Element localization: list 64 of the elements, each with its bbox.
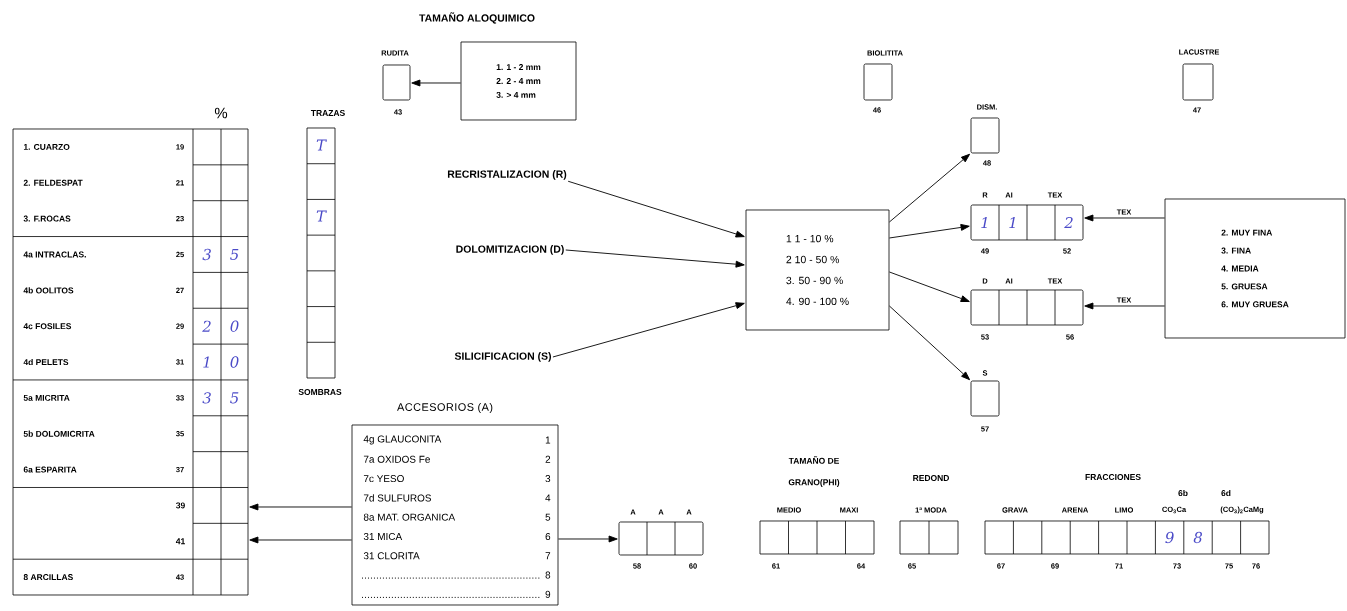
- arrow: [888, 305, 971, 381]
- row-label: 5b DOLOMICRITA: [23, 430, 95, 437]
- option-box: 1 1 - 10 % 2 10 - 50 % 3. 50 - 90 % 4. 90 - 100 %: [745, 209, 890, 331]
- field-label: 6d: [1221, 489, 1231, 497]
- arrow: [565, 249, 745, 268]
- field-label: 6b: [1178, 489, 1188, 497]
- entry-box: [970, 117, 1000, 154]
- handwritten-entry: 3: [202, 248, 211, 261]
- arrow: [249, 503, 353, 511]
- handwritten-entry: T: [316, 139, 327, 151]
- unit-label: %: [214, 107, 228, 119]
- arrow: [888, 224, 970, 239]
- field-label: TRAZAS: [310, 110, 345, 116]
- arrow: [567, 180, 745, 238]
- row-label: 4a INTRACLAS.: [23, 251, 86, 258]
- field-label: TAMAÑO DE: [788, 456, 839, 464]
- row-label: 4d PELETS: [23, 358, 69, 366]
- handwritten-entry: 5: [230, 392, 239, 404]
- field-label: FRACCIONES: [1085, 474, 1141, 480]
- handwritten-entry: 5: [230, 248, 239, 261]
- row-label: 4c FOSILES: [23, 323, 72, 330]
- field-label: GRANO(PHI): [788, 479, 840, 487]
- arrow: [1084, 214, 1166, 222]
- entry-box: [382, 64, 411, 101]
- row-label: 6a ESPARITA: [23, 466, 77, 473]
- field-label: REDOND: [913, 475, 949, 481]
- option-box: 2. MUY FINA 3. FINA 4. MEDIA 5. GRUESA 6. MUY GRUESA: [1164, 198, 1346, 339]
- handwritten-entry: 3: [202, 392, 211, 404]
- table-row: 41: [175, 538, 185, 545]
- option-box: 1. 1 - 2 mm 2. 2 - 4 mm 3. > 4 mm: [460, 41, 577, 121]
- list-box: ACCESORIOS (A) 4g GLAUCONITA 1 7a OXIDOS Fe 2 7c YESO 3 7d SULFUROS 4 8a MAT. ORGANICA 5 31 MICA 6 31 CLORITA 7 8 9: [351, 402, 559, 606]
- handwritten-entry: T: [316, 210, 327, 222]
- handwritten-entry: 0: [230, 356, 239, 368]
- arrow: [552, 302, 745, 358]
- row-label: 8 ARCILLAS: [23, 574, 73, 581]
- field-label: SOMBRAS: [298, 389, 342, 395]
- arrow: [1084, 302, 1166, 310]
- process-label: SILICIFICACION (S): [454, 352, 551, 362]
- process-label: RECRISTALIZACION (R): [447, 170, 567, 180]
- row-label: 4b OOLITOS: [23, 287, 74, 294]
- arrow: [411, 79, 462, 87]
- entry-cells: [618, 521, 704, 556]
- entry-cells: 1 1 2: [970, 204, 1084, 241]
- handwritten-entry: 0: [230, 320, 239, 332]
- arrow: [557, 535, 618, 543]
- handwritten-entry: 9: [1165, 531, 1174, 544]
- row-label: 2. FELDESPAT: [23, 179, 83, 186]
- entry-box: [863, 63, 893, 101]
- arrow: [888, 271, 970, 302]
- arrow: [888, 153, 971, 223]
- row-label: 1. CUARZO: [23, 143, 70, 150]
- handwritten-entry: 8: [1193, 531, 1202, 544]
- handwritten-entry: 2: [202, 320, 211, 332]
- heading: TAMAÑO ALOQUIMICO: [419, 12, 535, 24]
- row-label: 3. F.ROCAS: [23, 215, 71, 222]
- row-label: 5a MICRITA: [23, 394, 70, 401]
- entry-box: [1182, 63, 1214, 101]
- entry-cells: [970, 289, 1084, 326]
- node-label: ACCESORIOS (A): [397, 402, 493, 414]
- process-label: DOLOMITIZACION (D): [456, 245, 564, 255]
- table-row: 39: [176, 502, 185, 509]
- handwritten-entry: 1: [203, 356, 209, 368]
- entry-box: [970, 380, 1000, 417]
- arrow: [249, 536, 353, 544]
